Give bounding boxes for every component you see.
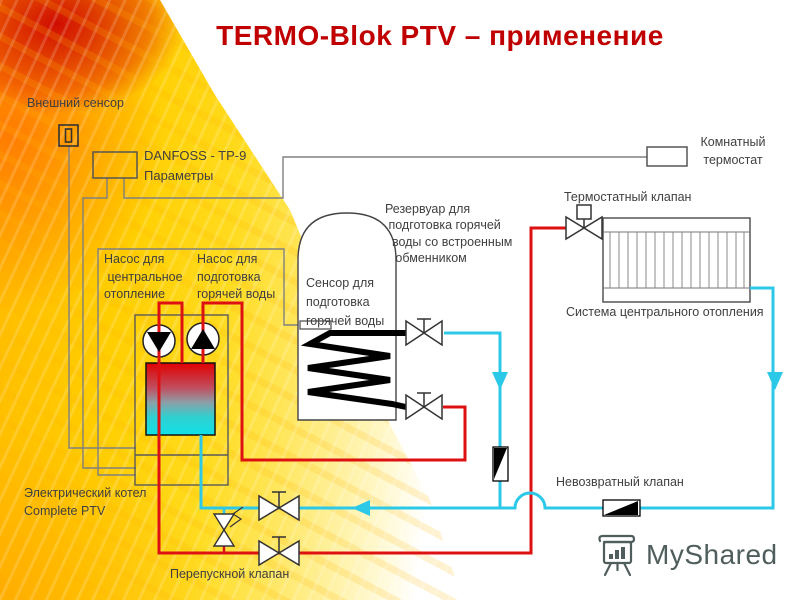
tank-upper-valve [405, 318, 443, 347]
control-wires [68, 146, 647, 476]
spring-symbol [229, 506, 244, 528]
return-line-valve [258, 491, 300, 522]
wire-room-thermostat [123, 156, 647, 199]
myshared-logo-text: MyShared [646, 539, 778, 570]
label-external-sensor: Внешний сенсор [27, 96, 124, 110]
radiator [602, 217, 751, 303]
cold-pipes [199, 286, 775, 510]
label-thermostatic-valve: Термостатный клапан [564, 190, 692, 204]
label-reservoir: Резервуар для подготовка горячей воды со… [385, 202, 513, 265]
label-central-heating-system: Система центрального отопления [566, 305, 764, 319]
heat-exchanger-coil [300, 330, 407, 410]
hot-water-tank [297, 212, 407, 421]
label-pump-dhw: Насос для подготовка горячей воды [197, 252, 276, 301]
label-electric-boiler: Электрический котел Complete PTV [24, 486, 147, 518]
hot-pipes [157, 226, 566, 555]
label-controller: DANFOSS - TP-9 Параметры [144, 148, 247, 184]
arrow-left-return [352, 500, 370, 516]
arrow-down-radiator-return [767, 372, 783, 390]
label-dhw-sensor: Сенсор для подготовка горячей воды [306, 276, 385, 328]
room-thermostat-box [646, 146, 688, 167]
arrow-down-dhw [492, 372, 508, 390]
wire-external-sensor [68, 146, 136, 449]
flow-arrows [352, 372, 783, 516]
thermostatic-valve [565, 204, 603, 241]
supply-line-valve [258, 536, 300, 567]
label-room-thermostat: Комнатный термостат [700, 135, 766, 167]
tank-lower-valve [405, 392, 443, 421]
hot-pipe-dhw-loop [201, 301, 467, 462]
wire-controller-left [82, 178, 136, 469]
pump-central-heating-impeller [147, 332, 171, 352]
radiator-fins [609, 232, 745, 288]
label-pump-central-heating: Насос для центральное отопление [104, 252, 183, 301]
cold-pipe-return [199, 286, 775, 510]
hot-pipe-central-heating [157, 226, 566, 555]
filter-element [492, 446, 509, 482]
label-non-return-valve: Невозвратный клапан [556, 475, 684, 489]
check-valve [602, 499, 641, 517]
pump-dhw-impeller [191, 329, 215, 349]
flipchart-chart-icon [598, 534, 636, 577]
boiler-heat-exchanger [145, 362, 216, 436]
controller-box [92, 151, 138, 179]
myshared-watermark: MyShared [596, 533, 778, 577]
cold-pipe-dhw [444, 331, 502, 508]
tank-sensor [299, 320, 332, 330]
external-sensor-icon [58, 124, 79, 147]
wire-tank-sensor [97, 248, 301, 476]
bypass-relief-valve [212, 506, 244, 554]
label-bypass-valve: Перепускной клапан [170, 567, 290, 581]
slide-title: TERMO-Blok PTV – применение [216, 20, 664, 51]
